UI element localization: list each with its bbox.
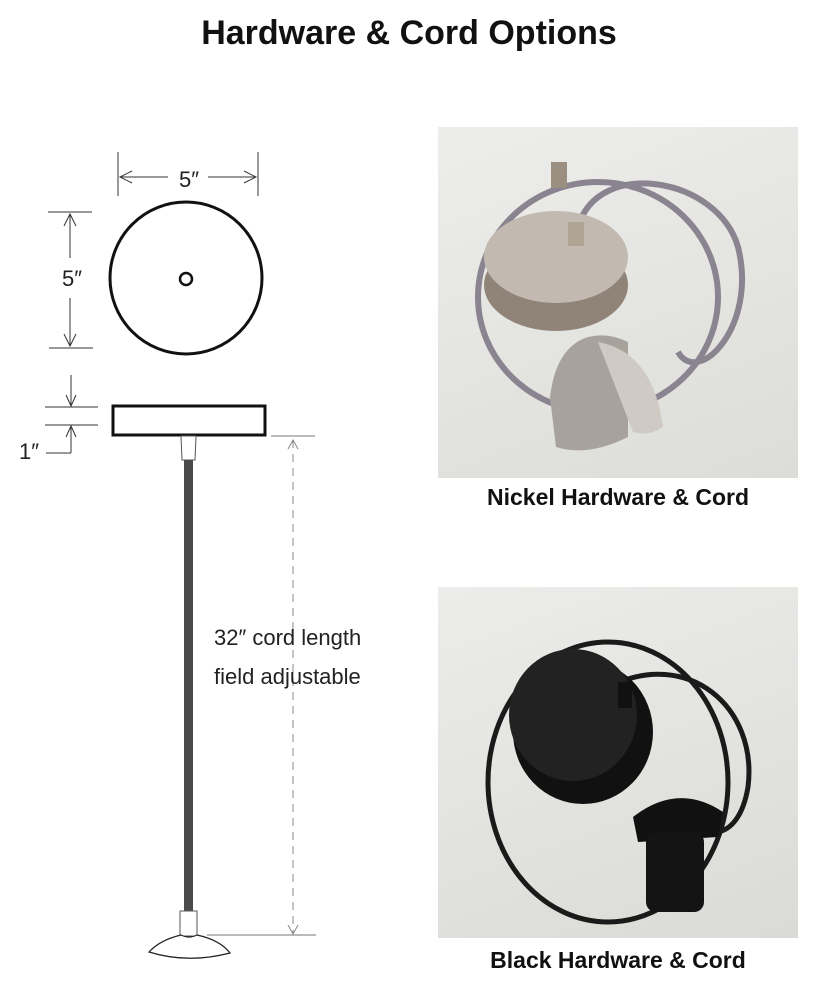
cord-hole (178, 271, 194, 287)
nickel-caption: Nickel Hardware & Cord (486, 484, 750, 510)
height-label: 5″ (62, 266, 82, 291)
black-caption: Black Hardware & Cord (490, 947, 746, 973)
canopy-top-view (108, 200, 264, 356)
black-hardware-photo (438, 587, 798, 938)
cord-length-note: 32″ cord length field adjustable (214, 618, 361, 696)
nickel-hardware-photo (438, 127, 798, 478)
depth-label: 1″ (19, 439, 39, 464)
shade-icon (147, 934, 232, 959)
cord-length-line2: field adjustable (214, 664, 361, 689)
cord-grip (180, 435, 197, 461)
canopy-dimension-diagram: 5″ 5″ 1″ (19, 152, 316, 959)
cord-length-line1: 32″ cord length (214, 625, 362, 650)
socket-cap (179, 910, 198, 937)
cord (184, 460, 193, 915)
page-title: Hardware & Cord Options (201, 14, 617, 52)
width-label: 5″ (179, 167, 199, 192)
canopy-side-view (111, 404, 267, 437)
